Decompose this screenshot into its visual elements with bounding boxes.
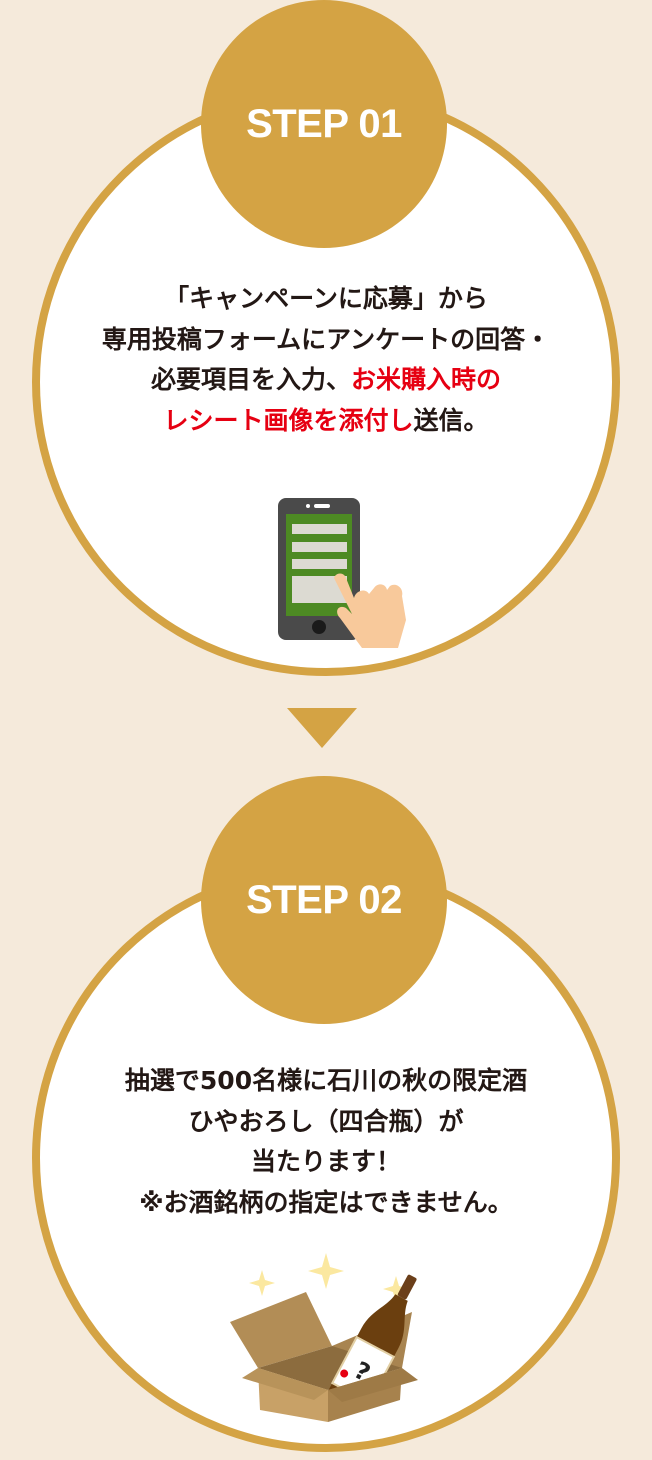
step-02-line-2: ひやおろし（四合瓶）が bbox=[188, 1106, 464, 1136]
step-02-line-1: 抽選で500名様に石川の秋の限定酒 bbox=[124, 1066, 528, 1095]
step-01-line-1: 「キャンペーンに応募」から bbox=[164, 284, 488, 313]
highlight-text: レシート画像を添付し bbox=[163, 405, 414, 435]
step-02-line-4: ※お酒銘柄の指定はできません。 bbox=[139, 1187, 513, 1217]
step-01-badge-label: STEP 01 bbox=[246, 101, 402, 146]
step-01-line-2: 専用投稿フォームにアンケートの回答・ bbox=[101, 324, 551, 354]
step-02-description: 抽選で500名様に石川の秋の限定酒 ひやおろし（四合瓶）が 当たります！ ※お酒… bbox=[0, 1061, 652, 1223]
step-01-line-3: 必要項目を入力、お米購入時の bbox=[150, 365, 502, 394]
smartphone-tap-icon bbox=[278, 498, 406, 648]
step-01-description: 「キャンペーンに応募」から 専用投稿フォームにアンケートの回答・ 必要項目を入力… bbox=[0, 279, 652, 441]
step-02-line-3: 当たります！ bbox=[250, 1147, 401, 1176]
step-02-badge: STEP 02 bbox=[201, 776, 447, 1024]
step-02-badge-label: STEP 02 bbox=[246, 877, 402, 922]
step-01-badge: STEP 01 bbox=[201, 0, 447, 248]
down-triangle-icon bbox=[287, 708, 357, 748]
highlight-text: お米購入時の bbox=[351, 365, 502, 394]
sake-bottle-box-icon: ? bbox=[230, 1253, 418, 1422]
step-01-line-4: レシート画像を添付し送信。 bbox=[163, 405, 489, 435]
